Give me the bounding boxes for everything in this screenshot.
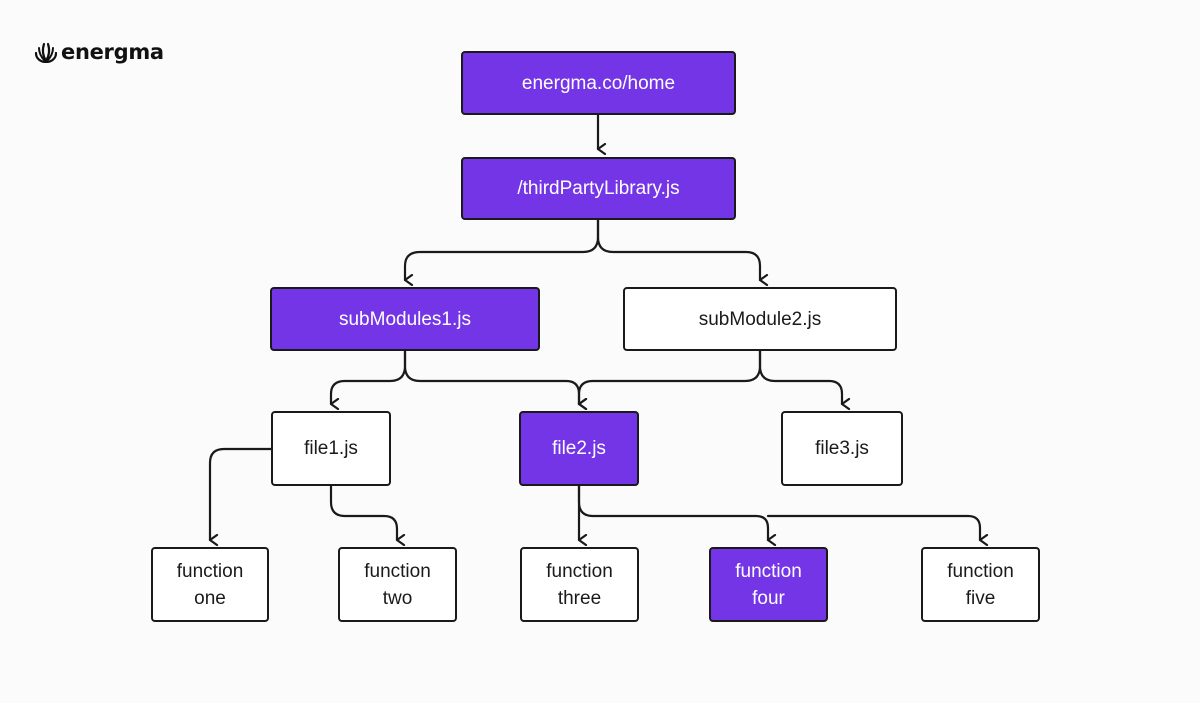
function-one-line1: function <box>176 560 244 582</box>
edge-submodule2-file3 <box>758 349 842 404</box>
node-file2: file2.js <box>519 411 639 486</box>
edge-file1-function-one <box>208 447 273 540</box>
brand-name: energma <box>61 40 164 64</box>
edge-file1-function-two <box>329 484 397 540</box>
node-function-three: function three <box>520 547 639 622</box>
node-file1-label: file1.js <box>304 438 358 459</box>
edge-file2-function-four <box>577 484 768 540</box>
node-submodule1-label: subModules1.js <box>338 308 472 330</box>
brand-logo: energma <box>34 40 164 64</box>
node-submodule2-label: subModule2.js <box>698 308 822 330</box>
node-function-five: function five <box>921 547 1040 622</box>
node-submodule2: subModule2.js <box>623 287 897 351</box>
edge-submodule1-file2 <box>403 349 579 404</box>
function-five-line2: five <box>965 587 996 609</box>
function-three-line2: three <box>557 587 602 609</box>
function-two-line2: two <box>382 587 413 609</box>
node-third-party-library: /thirdPartyLibrary.js <box>461 157 736 220</box>
node-home: energma.co/home <box>461 51 736 115</box>
edge-submodule1-file1 <box>329 349 407 404</box>
node-submodule1: subModules1.js <box>270 287 540 351</box>
edge-submodule2-file2 <box>577 349 762 404</box>
node-function-one: function one <box>151 547 269 622</box>
function-one-line2: one <box>194 587 226 609</box>
function-two-line1: function <box>364 560 431 582</box>
node-third-party-library-label: /thirdPartyLibrary.js <box>517 178 680 199</box>
node-file1: file1.js <box>271 411 391 486</box>
function-four-line1: function <box>735 560 802 582</box>
function-three-line1: function <box>546 560 613 582</box>
edge-library-submodule1 <box>403 218 600 280</box>
node-file3: file3.js <box>781 411 903 486</box>
function-five-line1: function <box>947 560 1014 582</box>
node-home-label: energma.co/home <box>521 72 676 94</box>
node-file3-label: file3.js <box>815 438 869 459</box>
edge-library-submodule2 <box>596 218 760 280</box>
edge-file2-function-five <box>766 514 980 540</box>
energma-flame-icon <box>34 41 58 63</box>
node-file2-label: file2.js <box>552 438 606 459</box>
node-function-two: function two <box>338 547 457 622</box>
node-function-four: function four <box>709 547 828 622</box>
function-four-line2: four <box>752 587 785 609</box>
